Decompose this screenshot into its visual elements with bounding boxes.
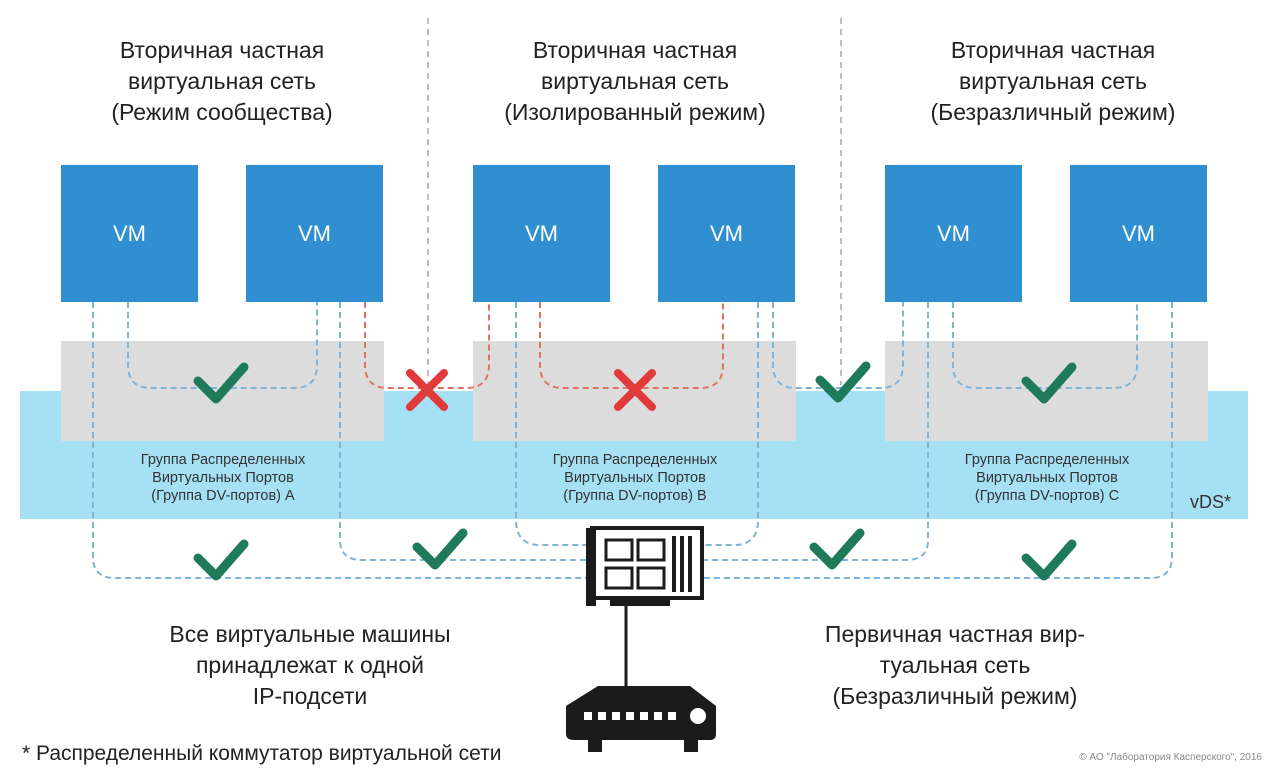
caption-line: Все виртуальные машины: [169, 621, 451, 647]
vm-label: VM: [61, 165, 198, 302]
port-group-line: (Группа DV-портов) C: [974, 488, 1120, 504]
heading-line: Вторичная частная: [950, 37, 1156, 63]
caption-line: Первичная частная вир-: [824, 621, 1086, 647]
port-group-line: Виртуальных Портов: [152, 470, 294, 486]
footnote: * Распределенный коммутатор виртуальной …: [22, 742, 502, 765]
heading-line: (Безразличный режим): [930, 99, 1176, 125]
segment-c-heading: Вторичная частная виртуальная сеть (Безр…: [888, 35, 1218, 128]
caption-line: туальная сеть: [879, 652, 1031, 678]
port-group-line: (Группа DV-портов) B: [563, 488, 707, 504]
blocked-connections: [364, 302, 724, 389]
vm-label: VM: [885, 165, 1022, 302]
port-group-a-label: Группа Распределенных Виртуальных Портов…: [92, 451, 354, 505]
caption-line: (Безразличный режим): [832, 683, 1078, 709]
port-group-line: Группа Распределенных: [140, 452, 306, 468]
bottom-right-caption: Первичная частная вир- туальная сеть (Бе…: [775, 619, 1135, 712]
check-icon: [193, 539, 249, 581]
port-group-b-label: Группа Распределенных Виртуальных Портов…: [504, 451, 766, 505]
vds-label: vDS*: [1190, 492, 1232, 512]
heading-line: виртуальная сеть: [541, 68, 729, 94]
check-icon: [1021, 539, 1077, 581]
vm-label: VM: [246, 165, 383, 302]
router-icon: [566, 686, 716, 752]
heading-line: виртуальная сеть: [959, 68, 1147, 94]
vm-label: VM: [473, 165, 610, 302]
check-icon: [815, 361, 871, 403]
segment-a-heading: Вторичная частная виртуальная сеть (Режи…: [72, 35, 372, 128]
caption-line: принадлежат к одной: [195, 652, 425, 678]
port-group-line: Группа Распределенных: [552, 452, 718, 468]
network-card-icon: [586, 526, 704, 606]
check-icon: [1021, 362, 1077, 404]
segment-b-heading: Вторичная частная виртуальная сеть (Изол…: [470, 35, 800, 128]
port-group-c-label: Группа Распределенных Виртуальных Портов…: [916, 451, 1178, 505]
port-group-line: Виртуальных Портов: [976, 470, 1118, 486]
check-icon: [412, 528, 468, 570]
heading-line: (Режим сообщества): [111, 99, 333, 125]
port-group-line: Группа Распределенных: [964, 452, 1130, 468]
heading-line: Вторичная частная: [532, 37, 738, 63]
port-group-line: (Группа DV-портов) A: [151, 488, 295, 504]
heading-line: Вторичная частная: [119, 37, 325, 63]
heading-line: виртуальная сеть: [128, 68, 316, 94]
copyright: © АО "Лаборатория Касперского", 2016: [1079, 752, 1262, 763]
vm-label: VM: [658, 165, 795, 302]
bottom-left-caption: Все виртуальные машины принадлежат к одн…: [130, 619, 490, 712]
cross-icon: [614, 369, 656, 411]
check-icon: [809, 528, 865, 570]
vm-label: VM: [1070, 165, 1207, 302]
heading-line: (Изолированный режим): [504, 99, 766, 125]
cross-icon: [406, 369, 448, 411]
caption-line: IP-подсети: [252, 683, 368, 709]
check-icon: [193, 362, 249, 404]
port-group-line: Виртуальных Портов: [564, 470, 706, 486]
